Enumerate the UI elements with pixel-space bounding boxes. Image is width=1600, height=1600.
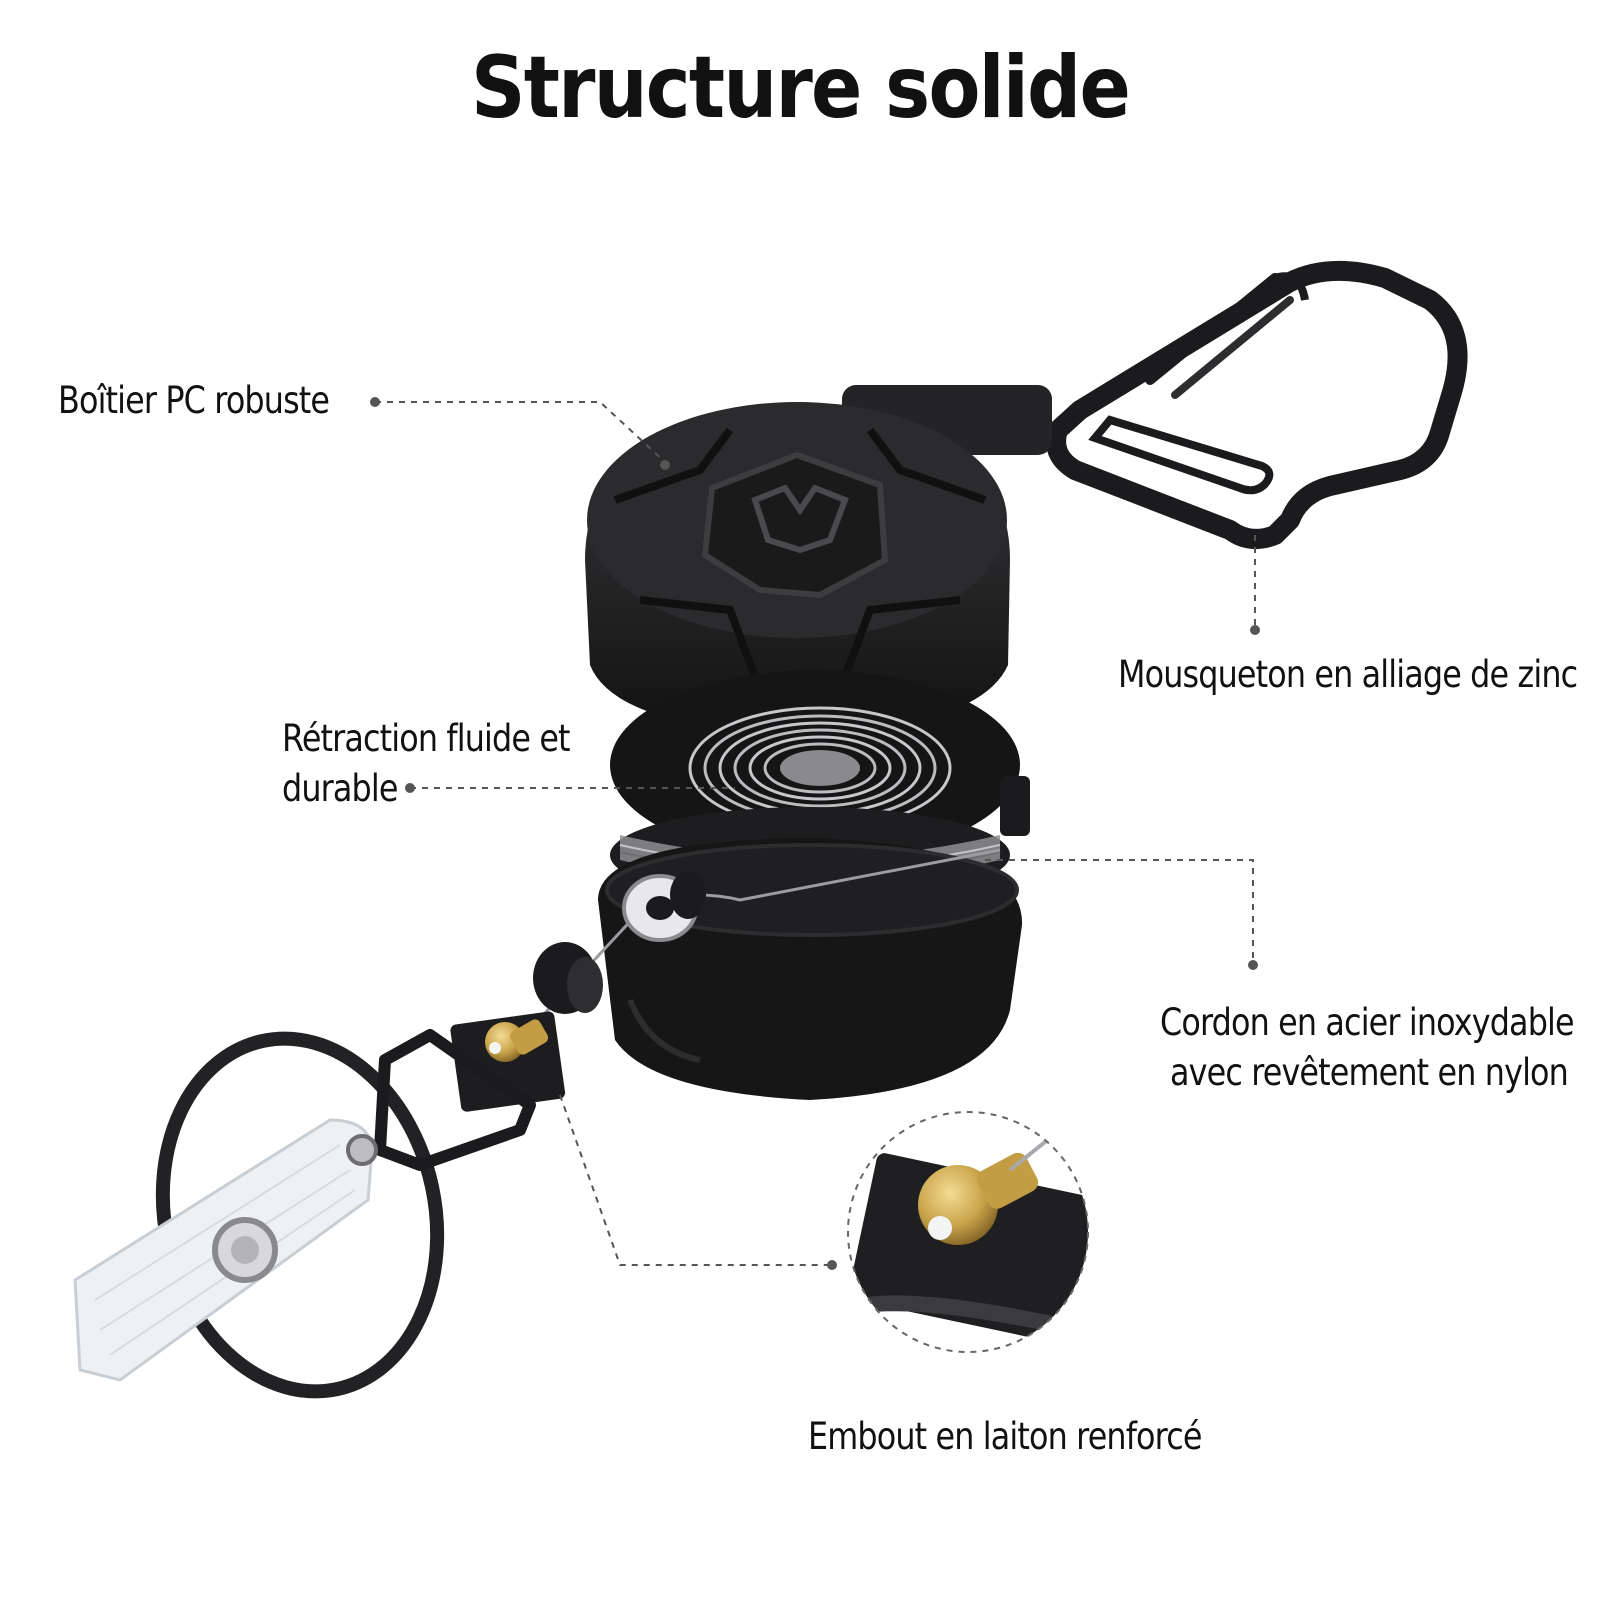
label-cord-line1: Cordon en acier inoxydable (1160, 1001, 1575, 1044)
key-ring-illustration (73, 1029, 536, 1399)
leader-cord (985, 859, 1254, 965)
steel-cord-illustration (518, 848, 1001, 1042)
leader-dots (370, 397, 1260, 1270)
leader-lines (375, 401, 1256, 1266)
carabiner-illustration (1046, 260, 1468, 549)
label-retraction-line1: Rétraction fluide et (282, 717, 571, 760)
leader-tip (559, 1094, 832, 1266)
label-retraction-line2: durable (282, 767, 398, 810)
brass-tip-illustration (450, 1011, 566, 1112)
label-pc-case: Boîtier PC robuste (58, 379, 330, 422)
zoom-detail-illustration (847, 1111, 1089, 1353)
label-brass-tip: Embout en laiton renforcé (808, 1415, 1202, 1458)
spring-coil-illustration (610, 670, 1020, 860)
label-carabiner: Mousqueton en alliage de zinc (1118, 653, 1578, 696)
label-cord-line2: avec revêtement en nylon (1170, 1051, 1569, 1094)
page-title: Structure solide (470, 38, 1131, 138)
pc-case-illustration (585, 385, 1052, 735)
leader-pc-case (375, 401, 666, 463)
